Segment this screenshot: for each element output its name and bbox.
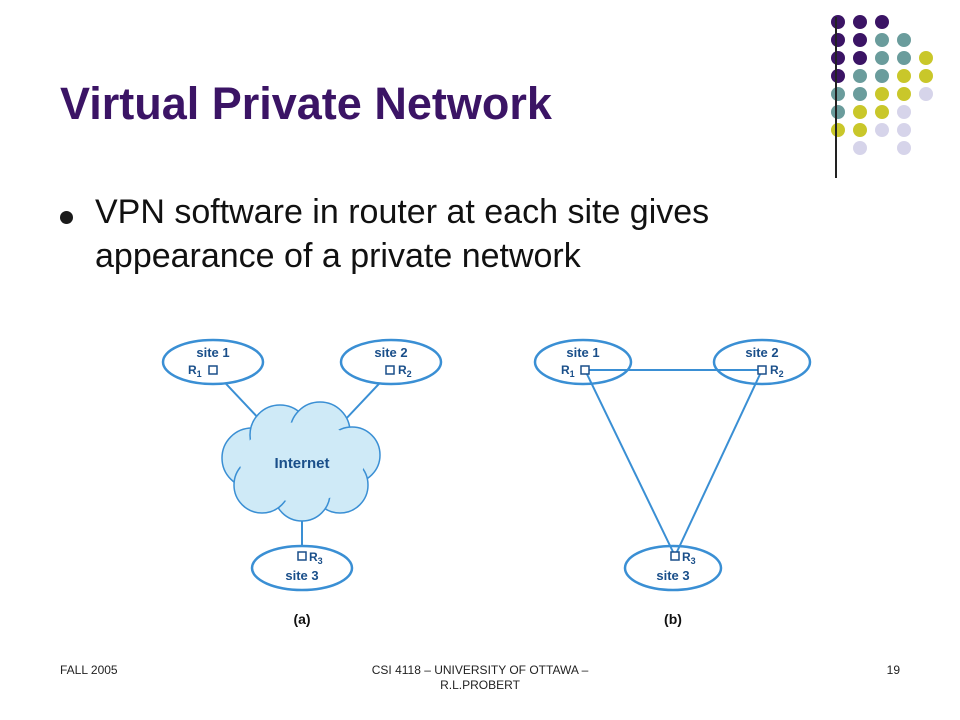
decorative-dot-icon (853, 15, 867, 29)
router-r1-icon-b (580, 365, 590, 375)
decorative-dot-icon (875, 123, 889, 137)
decorative-dot-icon (853, 51, 867, 65)
decorative-dot-grid (831, 15, 933, 155)
site-1-label-a: site 1 (196, 345, 229, 360)
site-3-node-a: R3 site 3 (250, 544, 354, 592)
vpn-diagram: .edge { stroke: #3a8fd4; stroke-width: 2… (161, 338, 812, 627)
decorative-dot-icon (875, 69, 889, 83)
internet-label: Internet (274, 455, 329, 472)
decorative-dot-icon (875, 15, 889, 29)
footer-page-number: 19 (886, 663, 900, 677)
router-r3-icon-b (670, 551, 680, 561)
router-r2-icon-b (757, 365, 767, 375)
decorative-dot-icon (897, 33, 911, 47)
site-2-label-b: site 2 (745, 345, 778, 360)
router-r1-icon-a (208, 365, 218, 375)
router-r3-icon-a (297, 551, 307, 561)
decorative-dot-icon (831, 51, 845, 65)
router-r3-label-a: R3 (309, 550, 323, 566)
site-3-node-b: R3 site 3 (623, 544, 723, 592)
header-divider (835, 17, 837, 178)
internet-cloud-icon (221, 401, 381, 522)
site-2-label-a: site 2 (374, 345, 407, 360)
decorative-dot-icon (897, 51, 911, 65)
decorative-dot-icon (831, 15, 845, 29)
decorative-dot-icon (897, 123, 911, 137)
diagram-b: site 1 R1 site 2 R2 R3 site 3 (b) (533, 338, 812, 627)
decorative-dot-icon (919, 69, 933, 83)
decorative-dot-icon (875, 33, 889, 47)
decorative-dot-icon (853, 105, 867, 119)
decorative-dot-icon (897, 105, 911, 119)
site-1-node-a: site 1 R1 (161, 338, 265, 386)
decorative-dot-icon (831, 33, 845, 47)
decorative-dot-icon (831, 123, 845, 137)
site-1-node-b: site 1 R1 (533, 338, 633, 386)
router-r1-label-b: R1 (561, 363, 575, 379)
decorative-dot-icon (875, 87, 889, 101)
decorative-dot-icon (897, 141, 911, 155)
site-3-label-b: site 3 (656, 568, 689, 583)
diagram-a-caption: (a) (293, 611, 310, 627)
decorative-dot-icon (919, 87, 933, 101)
footer-course-term: FALL 2005 (60, 663, 118, 677)
diagram-b-caption: (b) (664, 611, 682, 627)
decorative-dot-icon (831, 87, 845, 101)
site-2-node-b: site 2 R2 (712, 338, 812, 386)
tunnel-r2-r3 (674, 369, 763, 557)
decorative-dot-icon (853, 123, 867, 137)
site-3-label-a: site 3 (285, 568, 318, 583)
decorative-dot-icon (831, 69, 845, 83)
bullet-text: VPN software in router at each site give… (95, 193, 710, 275)
tunnel-r1-r3 (584, 369, 676, 557)
router-r2-label-a: R2 (398, 363, 412, 379)
decorative-dot-icon (853, 69, 867, 83)
decorative-dot-icon (897, 69, 911, 83)
decorative-dot-icon (875, 51, 889, 65)
router-r3-label-b: R3 (682, 550, 696, 566)
footer-course-line-1: CSI 4118 – UNIVERSITY OF OTTAWA – (371, 663, 589, 677)
decorative-dot-icon (875, 105, 889, 119)
site-2-node-a: site 2 R2 (339, 338, 443, 386)
site-1-label-b: site 1 (566, 345, 599, 360)
router-r1-label-a: R1 (188, 363, 202, 379)
slide-title: Virtual Private Network (60, 78, 552, 129)
diagram-a: Internet site 1 R1 site 2 R2 R3 site 3 (… (161, 338, 443, 627)
bullet-dot-icon (60, 211, 73, 224)
decorative-dot-icon (853, 141, 867, 155)
decorative-dot-icon (919, 51, 933, 65)
decorative-dot-icon (853, 33, 867, 47)
footer-course-info: CSI 4118 – UNIVERSITY OF OTTAWA – R.L.PR… (310, 663, 650, 693)
footer-course-line-2: R.L.PROBERT (440, 678, 520, 692)
router-r2-label-b: R2 (770, 363, 784, 379)
decorative-dot-icon (831, 105, 845, 119)
router-r2-icon-a (385, 365, 395, 375)
decorative-dot-icon (853, 87, 867, 101)
decorative-dot-icon (897, 87, 911, 101)
